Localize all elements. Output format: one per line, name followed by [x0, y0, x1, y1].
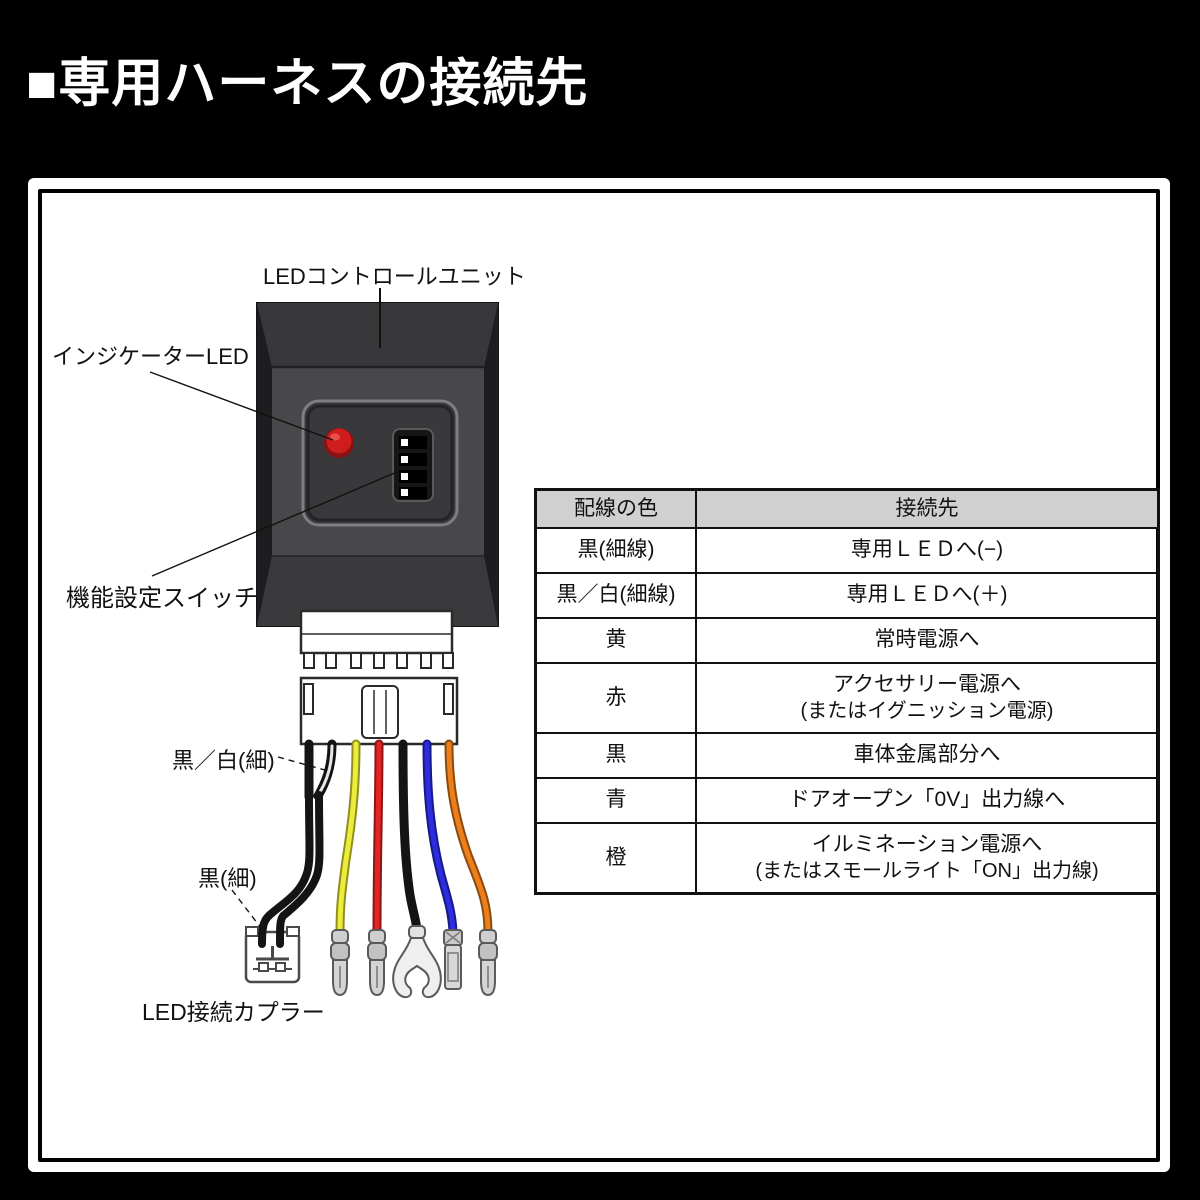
cell-wire-color: 黒 — [534, 732, 697, 779]
dest-line1: 車体金属部分へ — [853, 743, 1001, 767]
cell-wire-color: 黒(細線) — [534, 527, 697, 574]
leader-black-thin — [231, 889, 262, 929]
cell-wire-color: 青 — [534, 777, 697, 824]
table-row: 黒 車体金属部分へ — [534, 732, 1160, 779]
cell-destination: イルミネーション電源へ(またはスモールライト「ON」出力線) — [695, 822, 1160, 895]
cell-destination: 車体金属部分へ — [695, 732, 1160, 779]
wire-black-ground — [398, 739, 422, 935]
unit-bottom-bevel — [257, 556, 498, 626]
table-row: 青 ドアオープン「0V」出力線へ — [534, 777, 1160, 824]
cell-wire-color: 橙 — [534, 822, 697, 895]
cell-destination: アクセサリー電源へ(またはイグニッション電源) — [695, 662, 1160, 734]
label-led-coupler: LED接続カプラー — [142, 999, 325, 1025]
terminal-spade-blue — [443, 929, 463, 990]
indicator-led-icon — [324, 428, 354, 458]
unit-left-bevel — [257, 303, 272, 626]
dest-line2: (またはスモールライト「ON」出力線) — [755, 859, 1099, 882]
wire-red — [372, 739, 384, 937]
terminal-bullet-yellow — [330, 929, 350, 997]
unit-top-bevel — [257, 303, 498, 367]
wire-orange — [444, 739, 493, 937]
cell-destination: ドアオープン「0V」出力線へ — [695, 777, 1160, 824]
header-destination: 接続先 — [695, 488, 1160, 529]
table-header-row: 配線の色 接続先 — [534, 488, 1160, 529]
table-row: 橙 イルミネーション電源へ(またはスモールライト「ON」出力線) — [534, 822, 1160, 895]
cell-destination: 専用ＬＥＤへ(＋) — [695, 572, 1160, 619]
table-row: 黄 常時電源へ — [534, 617, 1160, 664]
connection-table: 配線の色 接続先 黒(細線) 専用ＬＥＤへ(−) 黒／白(細線) 専用ＬＥＤへ(… — [534, 488, 1160, 895]
dest-line1: 専用ＬＥＤへ(−) — [850, 538, 1004, 562]
dest-line1: イルミネーション電源へ — [811, 833, 1043, 857]
dest-line1: 専用ＬＥＤへ(＋) — [846, 583, 1008, 607]
leader-function-switch — [151, 471, 398, 577]
leader-black-white — [277, 756, 333, 773]
label-black-thin: 黒(細) — [198, 866, 257, 891]
cell-wire-color: 赤 — [534, 662, 697, 734]
led-control-unit — [256, 302, 499, 627]
label-control-unit: LEDコントロールユニット — [263, 264, 526, 289]
unit-right-bevel — [484, 303, 498, 626]
table-row: 黒／白(細線) 専用ＬＥＤへ(＋) — [534, 572, 1160, 619]
dest-line1: アクセサリー電源へ — [833, 673, 1021, 697]
terminal-bullet-orange — [478, 929, 498, 997]
header-wire-color: 配線の色 — [534, 488, 697, 529]
wire-blue — [422, 739, 458, 937]
cell-destination: 常時電源へ — [695, 617, 1160, 664]
dip-switch-icon — [392, 428, 434, 502]
connector-pins — [303, 652, 454, 669]
label-black-white-thin: 黒／白(細) — [172, 748, 275, 773]
dest-line1: ドアオープン「0V」出力線へ — [788, 788, 1066, 812]
led-coupler-detail — [253, 946, 292, 972]
harness-plug-connector — [299, 676, 459, 746]
wire-pair-to-coupler — [258, 791, 324, 948]
page-title: ■専用ハーネスの接続先 — [26, 55, 589, 113]
unit-header-connector — [299, 609, 454, 669]
cell-destination: 専用ＬＥＤへ(−) — [695, 527, 1160, 574]
terminal-bullet-red — [367, 929, 387, 997]
cell-wire-color: 黒／白(細線) — [534, 572, 697, 619]
table-row: 黒(細線) 専用ＬＥＤへ(−) — [534, 527, 1160, 574]
dest-line1: 常時電源へ — [874, 628, 980, 652]
dest-line2: (またはイグニッション電源) — [800, 699, 1054, 722]
table-row: 赤 アクセサリー電源へ(またはイグニッション電源) — [534, 662, 1160, 734]
terminal-fork-black — [392, 925, 442, 999]
cell-wire-color: 黄 — [534, 617, 697, 664]
wire-yellow — [335, 739, 361, 937]
leader-indicator-led — [149, 371, 334, 441]
label-function-switch: 機能設定スイッチ — [66, 585, 258, 612]
label-indicator-led: インジケーターLED — [52, 344, 249, 369]
